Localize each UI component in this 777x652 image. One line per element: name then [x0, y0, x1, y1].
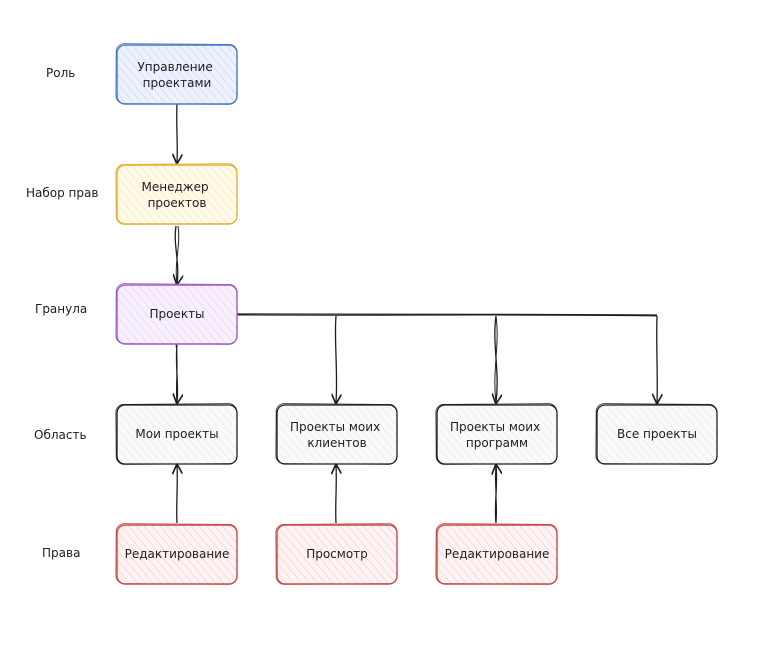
node-scope-programs-line-2: программ	[466, 436, 528, 450]
node-right-view[interactable]: Просмотр	[275, 523, 398, 585]
svg-text:Редактирование: Редактирование	[125, 547, 230, 561]
node-role-line-2: проектами	[143, 76, 212, 90]
svg-text:Управление проектами: Управление проектами	[137, 60, 216, 90]
edges	[175, 103, 658, 524]
node-scope-programs[interactable]: Проекты моих программ	[435, 403, 558, 465]
svg-text:Проекты моих клиентов: Проекты моих клиентов	[290, 420, 384, 450]
svg-text:Просмотр: Просмотр	[306, 547, 368, 561]
svg-text:Все проекты: Все проекты	[617, 427, 697, 441]
edge-granule-to-all	[657, 315, 658, 403]
node-permission-set-line-1: Менеджер	[142, 180, 209, 194]
row-label-role: Роль	[46, 66, 76, 80]
svg-text:Менеджер проектов: Менеджер проектов	[142, 180, 213, 210]
svg-text:Проекты: Проекты	[149, 307, 204, 321]
edge-view-to-clients	[336, 465, 337, 524]
node-scope-programs-line-1: Проекты моих	[450, 420, 540, 434]
edge-edit2-to-programs-sketch	[494, 464, 498, 524]
node-right-edit-1-line-1: Редактирование	[125, 547, 230, 561]
node-scope-clients[interactable]: Проекты моих клиентов	[275, 403, 398, 465]
edge-granule-horizontal-sketch	[236, 314, 658, 317]
node-role[interactable]: Управление проектами	[115, 43, 238, 105]
node-granule-line-1: Проекты	[149, 307, 204, 321]
node-scope-my-line-1: Мои проекты	[135, 427, 218, 441]
node-scope-clients-line-2: клиентов	[307, 436, 366, 450]
edge-granule-horizontal	[236, 313, 658, 316]
row-label-rights: Права	[42, 546, 81, 560]
node-right-edit-1[interactable]: Редактирование	[115, 523, 238, 585]
node-scope-clients-line-1: Проекты моих	[290, 420, 380, 434]
row-label-scope: Область	[34, 428, 87, 442]
row-label-permission-set: Набор прав	[26, 186, 99, 200]
node-permission-set-line-2: проектов	[148, 196, 207, 210]
node-scope-my[interactable]: Мои проекты	[115, 403, 238, 465]
edge-set-to-granule-sketch	[175, 225, 180, 285]
svg-text:Редактирование: Редактирование	[445, 547, 550, 561]
svg-text:Мои проекты: Мои проекты	[135, 427, 218, 441]
node-right-view-line-1: Просмотр	[306, 547, 368, 561]
edge-granule-to-programs-sketch	[494, 315, 498, 404]
node-permission-set[interactable]: Менеджер проектов	[115, 163, 238, 225]
edge-granule-to-my-sketch	[175, 343, 178, 404]
node-scope-all-line-1: Все проекты	[617, 427, 697, 441]
node-granule[interactable]: Проекты	[115, 283, 238, 345]
node-right-edit-2-line-1: Редактирование	[445, 547, 550, 561]
svg-text:Проекты моих программ: Проекты моих программ	[450, 420, 544, 450]
row-label-granule: Гранула	[35, 302, 88, 316]
edge-granule-to-clients	[335, 315, 336, 403]
node-scope-all[interactable]: Все проекты	[595, 403, 718, 465]
edge-role-to-set	[177, 103, 178, 163]
node-right-edit-2[interactable]: Редактирование	[435, 523, 558, 585]
edge-edit1-to-my	[177, 465, 178, 524]
node-role-line-1: Управление	[137, 60, 212, 74]
edge-set-to-granule	[175, 225, 178, 284]
